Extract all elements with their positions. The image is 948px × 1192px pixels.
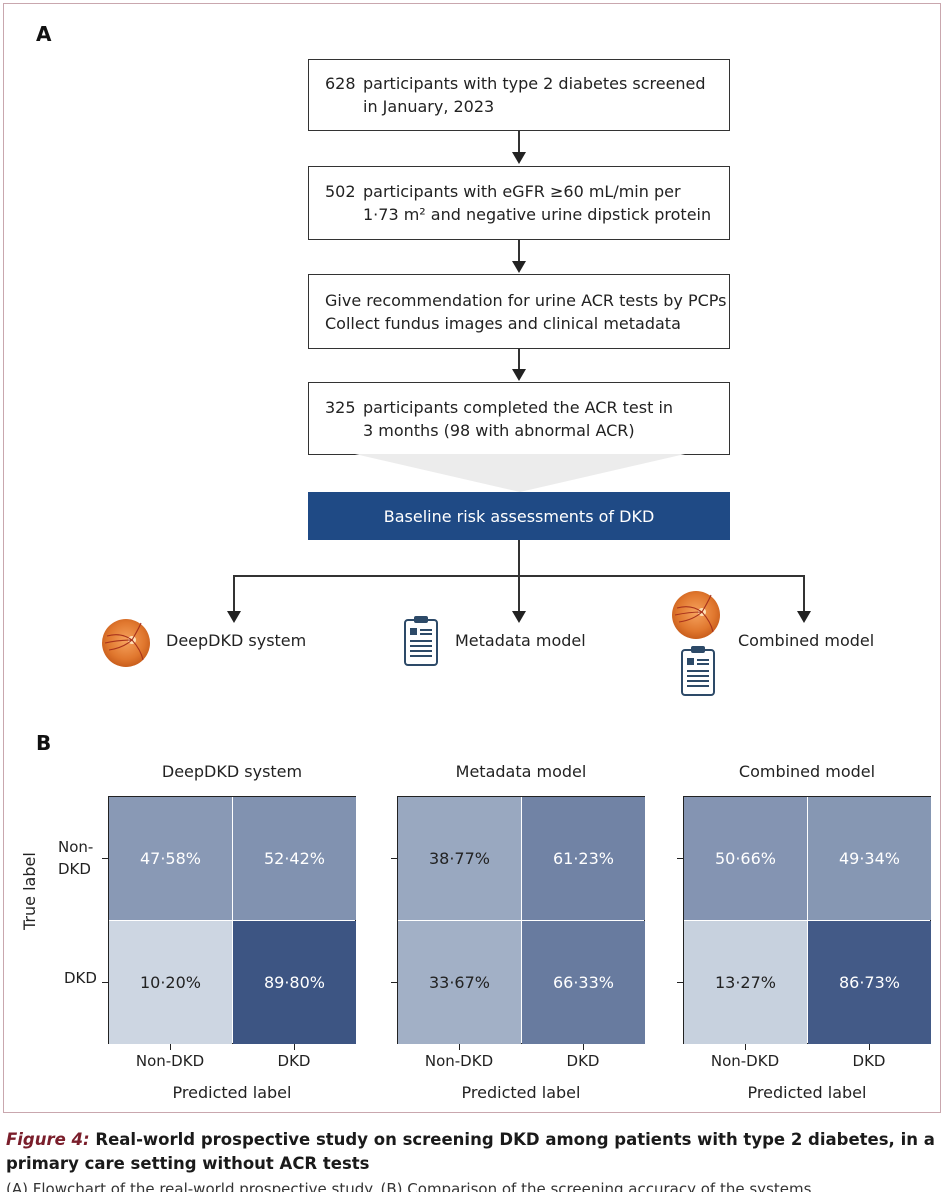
retina-icon — [672, 591, 720, 639]
retina-icon — [102, 619, 150, 667]
matrix-cell: 61·23% — [522, 797, 645, 920]
connector — [518, 240, 520, 262]
funnel-shape — [355, 454, 685, 492]
model-label: DeepDKD system — [166, 631, 307, 650]
tick-mark — [391, 858, 397, 859]
matrix-title: Combined model — [738, 762, 876, 781]
matrix-cell: 52·42% — [233, 797, 356, 920]
matrix-cell: 89·80% — [233, 921, 356, 1044]
caption-subtext: (A) Flowchart of the real-world prospect… — [6, 1180, 817, 1192]
panel-a-label: A — [36, 22, 52, 46]
arrow-down-icon — [797, 611, 811, 623]
model-label: Combined model — [738, 631, 875, 650]
clipboard-icon — [681, 646, 715, 696]
flow-text: 3 months (98 with abnormal ACR) — [363, 421, 635, 440]
flow-text: participants with type 2 diabetes screen… — [363, 74, 706, 93]
clipboard-icon — [404, 616, 438, 666]
flow-text: Collect fundus images and clinical metad… — [325, 314, 681, 333]
figure-caption: Figure 4: Real-world prospective study o… — [6, 1128, 946, 1176]
tick-mark — [745, 1044, 746, 1050]
flow-count: 502 — [325, 182, 356, 201]
confusion-matrix: 50·66%49·34%13·27%86·73% — [683, 796, 931, 1044]
flow-text: participants completed the ACR test in — [363, 398, 674, 417]
column-label: Non-DKD — [135, 1052, 205, 1070]
row-label-non-dkd: Non- DKD — [58, 836, 93, 880]
arrow-down-icon — [512, 611, 526, 623]
matrix-title: Metadata model — [455, 762, 587, 781]
flow-text: in January, 2023 — [363, 97, 495, 116]
matrix-cell: 50·66% — [684, 797, 807, 920]
connector — [518, 349, 520, 370]
flow-box-eligible: 502 participants with eGFR ≥60 mL/min per… — [308, 166, 730, 240]
tick-mark — [583, 1044, 584, 1050]
arrow-down-icon — [227, 611, 241, 623]
column-label: Non-DKD — [710, 1052, 780, 1070]
baseline-assessment-box: Baseline risk assessments of DKD — [308, 492, 730, 540]
tick-mark — [677, 858, 683, 859]
matrix-cell: 47·58% — [109, 797, 232, 920]
arrow-down-icon — [512, 261, 526, 273]
tick-mark — [170, 1044, 171, 1050]
arrow-down-icon — [512, 369, 526, 381]
flow-count: 628 — [325, 74, 356, 93]
matrix-cell: 10·20% — [109, 921, 232, 1044]
tick-mark — [391, 982, 397, 983]
tick-mark — [102, 858, 108, 859]
arrow-down-icon — [512, 152, 526, 164]
x-axis-title: Predicted label — [172, 1083, 292, 1102]
flow-text: 1·73 m² and negative urine dipstick prot… — [363, 205, 712, 224]
model-label: Metadata model — [455, 631, 586, 650]
flow-box-completed: 325 participants completed the ACR test i… — [308, 382, 730, 455]
matrix-cell: 66·33% — [522, 921, 645, 1044]
confusion-matrix: 47·58%52·42%10·20%89·80% — [108, 796, 356, 1044]
confusion-matrix: 38·77%61·23%33·67%66·33% — [397, 796, 645, 1044]
row-label-line: DKD — [58, 860, 91, 878]
figure-label: Figure 4: — [6, 1130, 90, 1149]
column-label: DKD — [277, 1052, 311, 1070]
tick-mark — [102, 982, 108, 983]
panel-b-label: B — [36, 731, 52, 755]
flow-box-recommendation: Give recommendation for urine ACR tests … — [308, 274, 730, 349]
connector — [518, 131, 520, 153]
x-axis-title: Predicted label — [747, 1083, 867, 1102]
column-label: Non-DKD — [424, 1052, 494, 1070]
connector — [803, 575, 805, 612]
row-label-dkd: DKD — [64, 969, 97, 987]
matrix-cell: 38·77% — [398, 797, 521, 920]
tick-mark — [677, 982, 683, 983]
y-axis-title: True label — [20, 852, 39, 930]
caption-text: Real-world prospective study on screenin… — [6, 1130, 935, 1173]
matrix-cell: 13·27% — [684, 921, 807, 1044]
connector — [233, 575, 804, 577]
column-label: DKD — [566, 1052, 600, 1070]
tick-mark — [459, 1044, 460, 1050]
row-label-line: Non- — [58, 838, 94, 856]
connector — [233, 575, 235, 612]
matrix-cell: 49·34% — [808, 797, 931, 920]
flow-text: Give recommendation for urine ACR tests … — [325, 291, 727, 310]
column-label: DKD — [852, 1052, 886, 1070]
tick-mark — [294, 1044, 295, 1050]
matrix-title: DeepDKD system — [161, 762, 303, 781]
matrix-cell: 86·73% — [808, 921, 931, 1044]
flow-box-screened: 628 participants with type 2 diabetes scr… — [308, 59, 730, 131]
figure-frame — [3, 3, 941, 1113]
x-axis-title: Predicted label — [461, 1083, 581, 1102]
flow-text: participants with eGFR ≥60 mL/min per — [363, 182, 681, 201]
tick-mark — [869, 1044, 870, 1050]
matrix-cell: 33·67% — [398, 921, 521, 1044]
flow-count: 325 — [325, 398, 356, 417]
